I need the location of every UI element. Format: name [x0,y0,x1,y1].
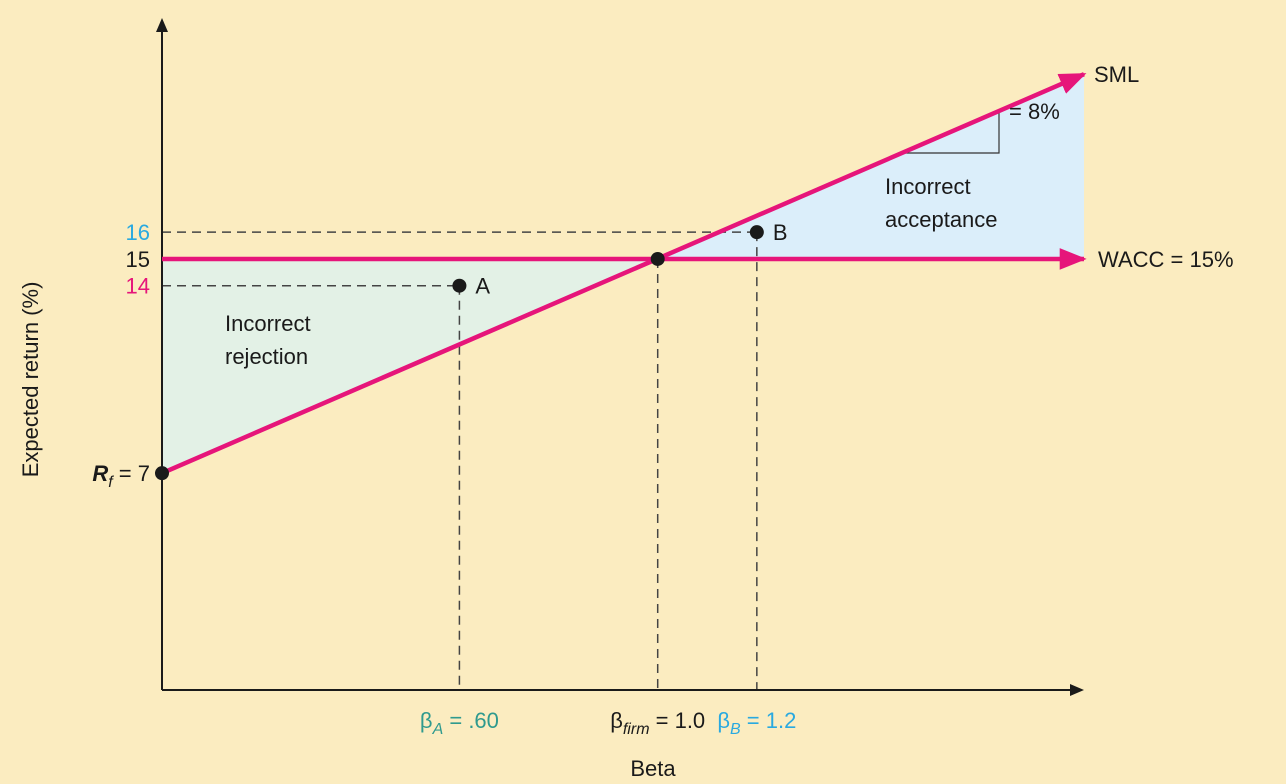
point-b [749,225,764,240]
wacc-label: WACC = 15% [1098,247,1234,272]
slope-triangle [902,111,1000,154]
point-b-label: B [773,220,788,245]
x-tick-label-firm: βfirm = 1.0 [610,708,705,738]
y-axis-arrowhead [156,18,168,32]
x-tick-label-A: βA = .60 [420,708,499,738]
x-axis-arrowhead [1070,684,1084,696]
incorrect-acceptance-label-2: acceptance [885,207,998,232]
y-tick-label-15: 15 [126,247,150,272]
sml-line [161,72,1087,476]
rf-label: Rf = 7 [92,461,150,491]
y-axis-label: Expected return (%) [18,282,43,478]
y-tick-label-14: 14 [126,274,150,299]
slope-label: = 8% [1009,99,1060,124]
x-tick-label-B: βB = 1.2 [717,708,796,738]
point-firm [650,251,665,266]
y-tick-label-16: 16 [126,220,150,245]
point-a-label: A [475,274,490,299]
incorrect-rejection-label-1: Incorrect [225,311,311,336]
x-axis-label: Beta [630,756,676,781]
sml-label: SML [1094,62,1139,87]
point-a [452,278,467,293]
point-rf [155,466,169,481]
incorrect-acceptance-label-1: Incorrect [885,174,971,199]
incorrect-rejection-label-2: rejection [225,344,308,369]
